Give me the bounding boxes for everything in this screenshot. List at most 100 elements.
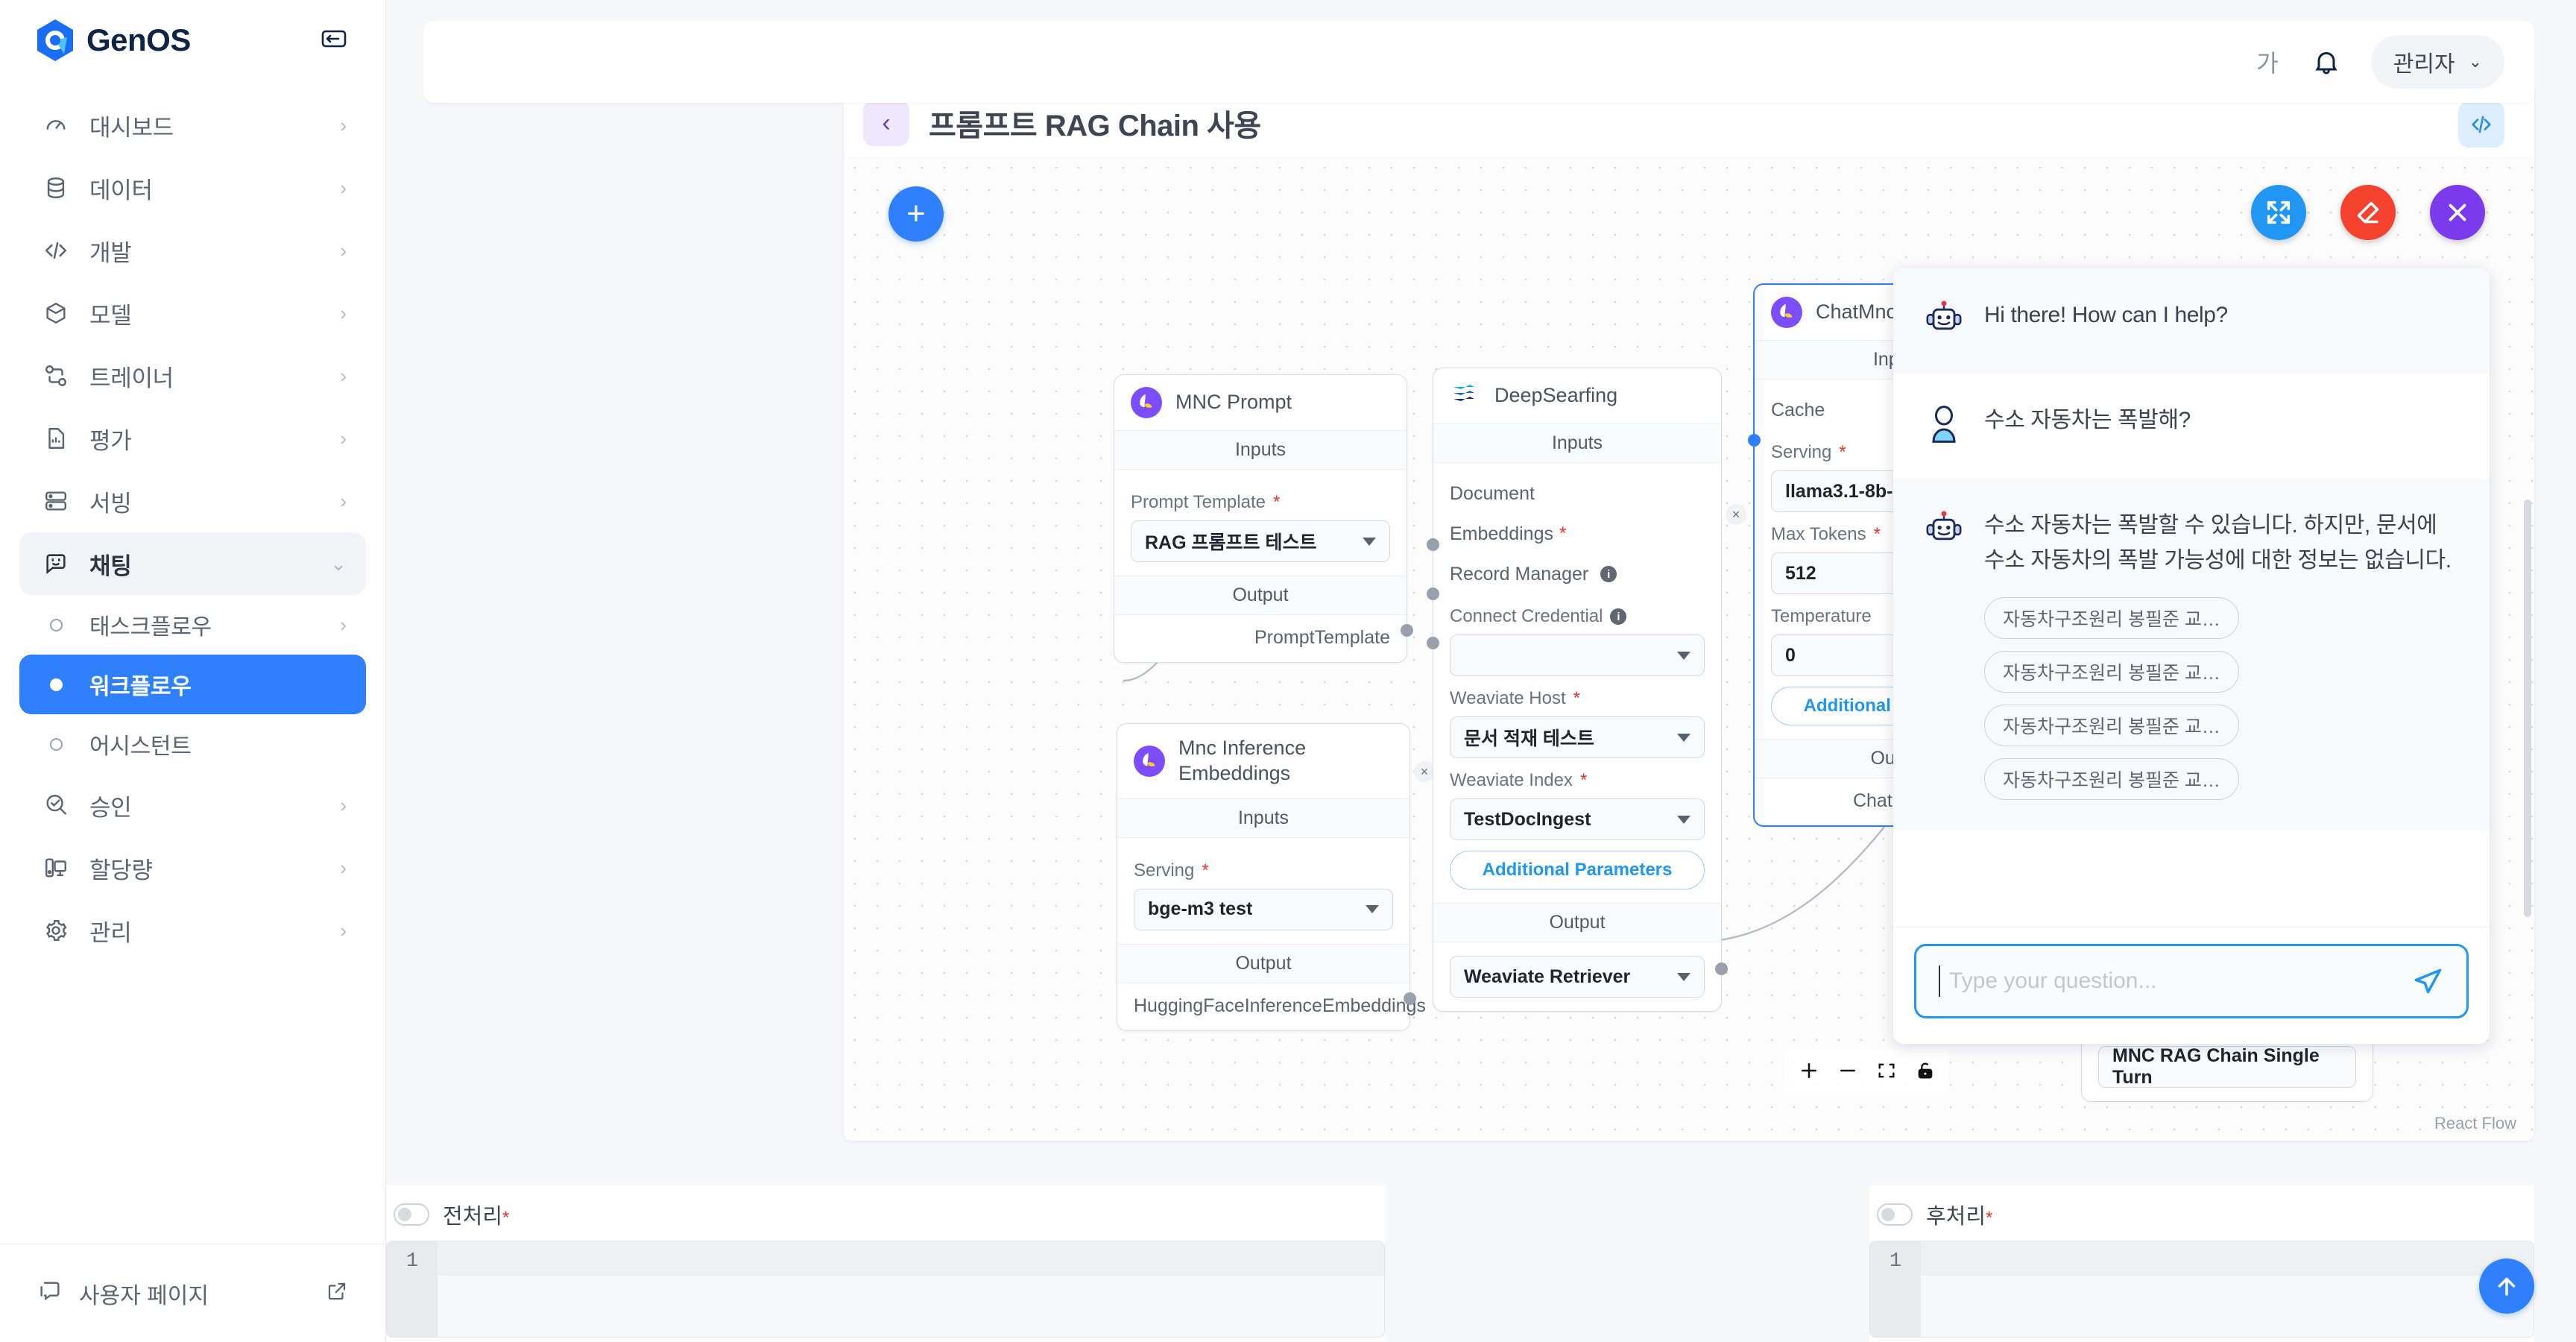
weaviate-host-select[interactable]: 문서 적재 테스트 [1450,716,1705,758]
eraser-icon[interactable] [2340,185,2396,240]
postprocess-toggle[interactable] [1877,1203,1913,1226]
sidebar-item-chat[interactable]: 채팅 ⌄ [19,532,366,595]
delete-node-button[interactable]: × [1414,761,1435,782]
bullet-icon [39,618,73,631]
node-mnc-inference-embeddings[interactable]: Mnc Inference Embeddings Inputs Serving*… [1117,723,1435,1031]
input-port-embeddings[interactable] [1427,587,1439,600]
node-mnc-prompt[interactable]: MNC Prompt Inputs Prompt Template* RAG 프… [1114,374,1413,663]
info-icon[interactable]: i [1600,566,1617,582]
editor-content[interactable] [438,1241,1384,1337]
field-label-connect-credential: Connect Credential i [1450,606,1705,627]
output-select-weaviate-retriever[interactable]: Weaviate Retriever [1450,956,1705,998]
zoom-in-button[interactable] [1790,1051,1828,1090]
expand-arrows-icon[interactable] [2251,185,2306,240]
robot-avatar-icon [1923,508,1965,554]
sidebar-item-model[interactable]: 모델 › [19,282,366,344]
connect-credential-select[interactable] [1450,634,1705,676]
required-marker: * [1573,688,1580,708]
editor-content[interactable] [1921,1241,2534,1337]
node-deepsearfing[interactable]: DeepSearfing Inputs Document Embeddings*… [1427,368,1746,1012]
brand-header: GenOS [0,0,385,81]
sidebar-item-management[interactable]: 관리 › [19,899,366,962]
node-title: Mnc Inference Embeddings [1178,737,1307,784]
inputs-band: Inputs [1433,423,1721,463]
sidebar-footer-user-page[interactable]: 사용자 페이지 [0,1244,385,1342]
sidebar-item-quota[interactable]: 할당량 › [19,837,366,899]
sidebar-item-label: 대시보드 [89,114,174,141]
postprocess-editor[interactable]: 1 [1869,1241,2534,1338]
line-numbers: 1 [387,1241,438,1337]
mnc-logo-icon [1771,297,1802,328]
collapse-sidebar-icon[interactable] [317,23,351,57]
sidebar-item-development[interactable]: 개발 › [19,219,366,282]
flow-canvas[interactable]: + [844,157,2534,1141]
source-chip[interactable]: 자동차구조원리 봉필준 교… [1984,705,2239,746]
reactflow-watermark: React Flow [2434,1114,2516,1132]
sidebar-item-dashboard[interactable]: 대시보드 › [19,94,366,157]
input-port-record-manager[interactable] [1427,637,1439,649]
sidebar-item-label: 할당량 [89,857,153,883]
sidebar-item-serving[interactable]: 서빙 › [19,470,366,532]
sidebar-nav: 대시보드 › 데이터 › 개발 › [0,81,385,1244]
chat-input-placeholder: Type your question... [1949,968,2157,993]
sidebar-item-label: 서빙 [89,490,132,517]
serving-select[interactable]: bge-m3 test [1134,888,1393,930]
output-port[interactable] [1401,624,1413,637]
weaviate-index-select[interactable]: TestDocIngest [1450,798,1705,840]
font-size-button[interactable]: 가 [2256,50,2279,77]
user-menu[interactable]: 관리자 ⌄ [2370,35,2504,89]
add-node-button[interactable]: + [888,186,944,242]
close-icon[interactable] [2430,185,2485,240]
chevron-right-icon: › [340,490,347,512]
output-select-rag-chain-single-turn[interactable]: MNC RAG Chain Single Turn [2098,1045,2356,1088]
postprocess-panel: 후처리* 1 [1869,1185,2534,1342]
scroll-to-top-button[interactable] [2479,1258,2534,1314]
sidebar-item-taskflow[interactable]: 태스크플로우 › [19,595,366,655]
canvas-scrollbar[interactable] [2524,500,2531,917]
chevron-down-icon [1677,651,1690,660]
external-link-icon[interactable] [326,1280,348,1306]
sidebar-item-workflow[interactable]: 워크플로우 [19,655,366,714]
required-marker: * [1986,1208,1993,1228]
lock-icon[interactable] [1906,1051,1945,1090]
node-header: Mnc Inference Embeddings [1117,724,1409,798]
chevron-right-icon: › [340,302,347,324]
chat-input[interactable]: Type your question... [1914,944,2469,1018]
required-marker: * [1202,860,1209,881]
required-marker: * [1873,524,1881,544]
prompt-template-select[interactable]: RAG 프롬프트 테스트 [1131,520,1390,562]
sidebar-item-data[interactable]: 데이터 › [19,157,366,219]
chevron-right-icon: › [340,177,347,199]
editor-active-line [1921,1241,2534,1276]
additional-parameters-button[interactable]: Additional Parameters [1450,851,1705,889]
code-view-button[interactable] [2458,101,2504,148]
back-button[interactable]: ‹ [863,100,909,146]
preprocess-editor[interactable]: 1 [386,1241,1385,1338]
source-chip[interactable]: 자동차구조원리 봉필준 교… [1984,597,2239,639]
sidebar-item-label: 태스크플로우 [89,615,212,640]
sidebar-item-approval[interactable]: 승인 › [19,774,366,837]
source-chip[interactable]: 자동차구조원리 봉필준 교… [1984,758,2239,800]
inputs-band: Inputs [1114,430,1407,470]
node-output-body: MNC RAG Chain Single Turn [2082,1033,2373,1101]
source-chip[interactable]: 자동차구조원리 봉필준 교… [1984,651,2239,693]
delete-node-button[interactable]: × [1726,504,1746,525]
sidebar-item-trainer[interactable]: 트레이너 › [19,344,366,407]
fit-view-button[interactable] [1867,1051,1906,1090]
input-port-cache[interactable] [1748,434,1761,447]
preprocess-toggle[interactable] [394,1203,429,1226]
required-marker: * [1580,770,1588,790]
send-icon[interactable] [2411,965,2444,998]
bell-icon[interactable] [2311,47,2341,77]
input-port-document[interactable] [1427,538,1439,551]
sidebar-item-evaluation[interactable]: 평가 › [19,407,366,470]
select-value: bge-m3 test [1148,898,1253,919]
output-port[interactable] [1715,963,1728,975]
info-icon[interactable]: i [1610,608,1627,625]
brand-name: GenOS [86,22,191,57]
sidebar-item-label: 채팅 [89,552,132,579]
sidebar-item-assistant[interactable]: 어시스턴트 [19,714,366,774]
zoom-out-button[interactable] [1828,1051,1867,1090]
output-port[interactable] [1404,992,1416,1005]
node-body: Document Embeddings* Record Manager i Co… [1433,463,1721,903]
